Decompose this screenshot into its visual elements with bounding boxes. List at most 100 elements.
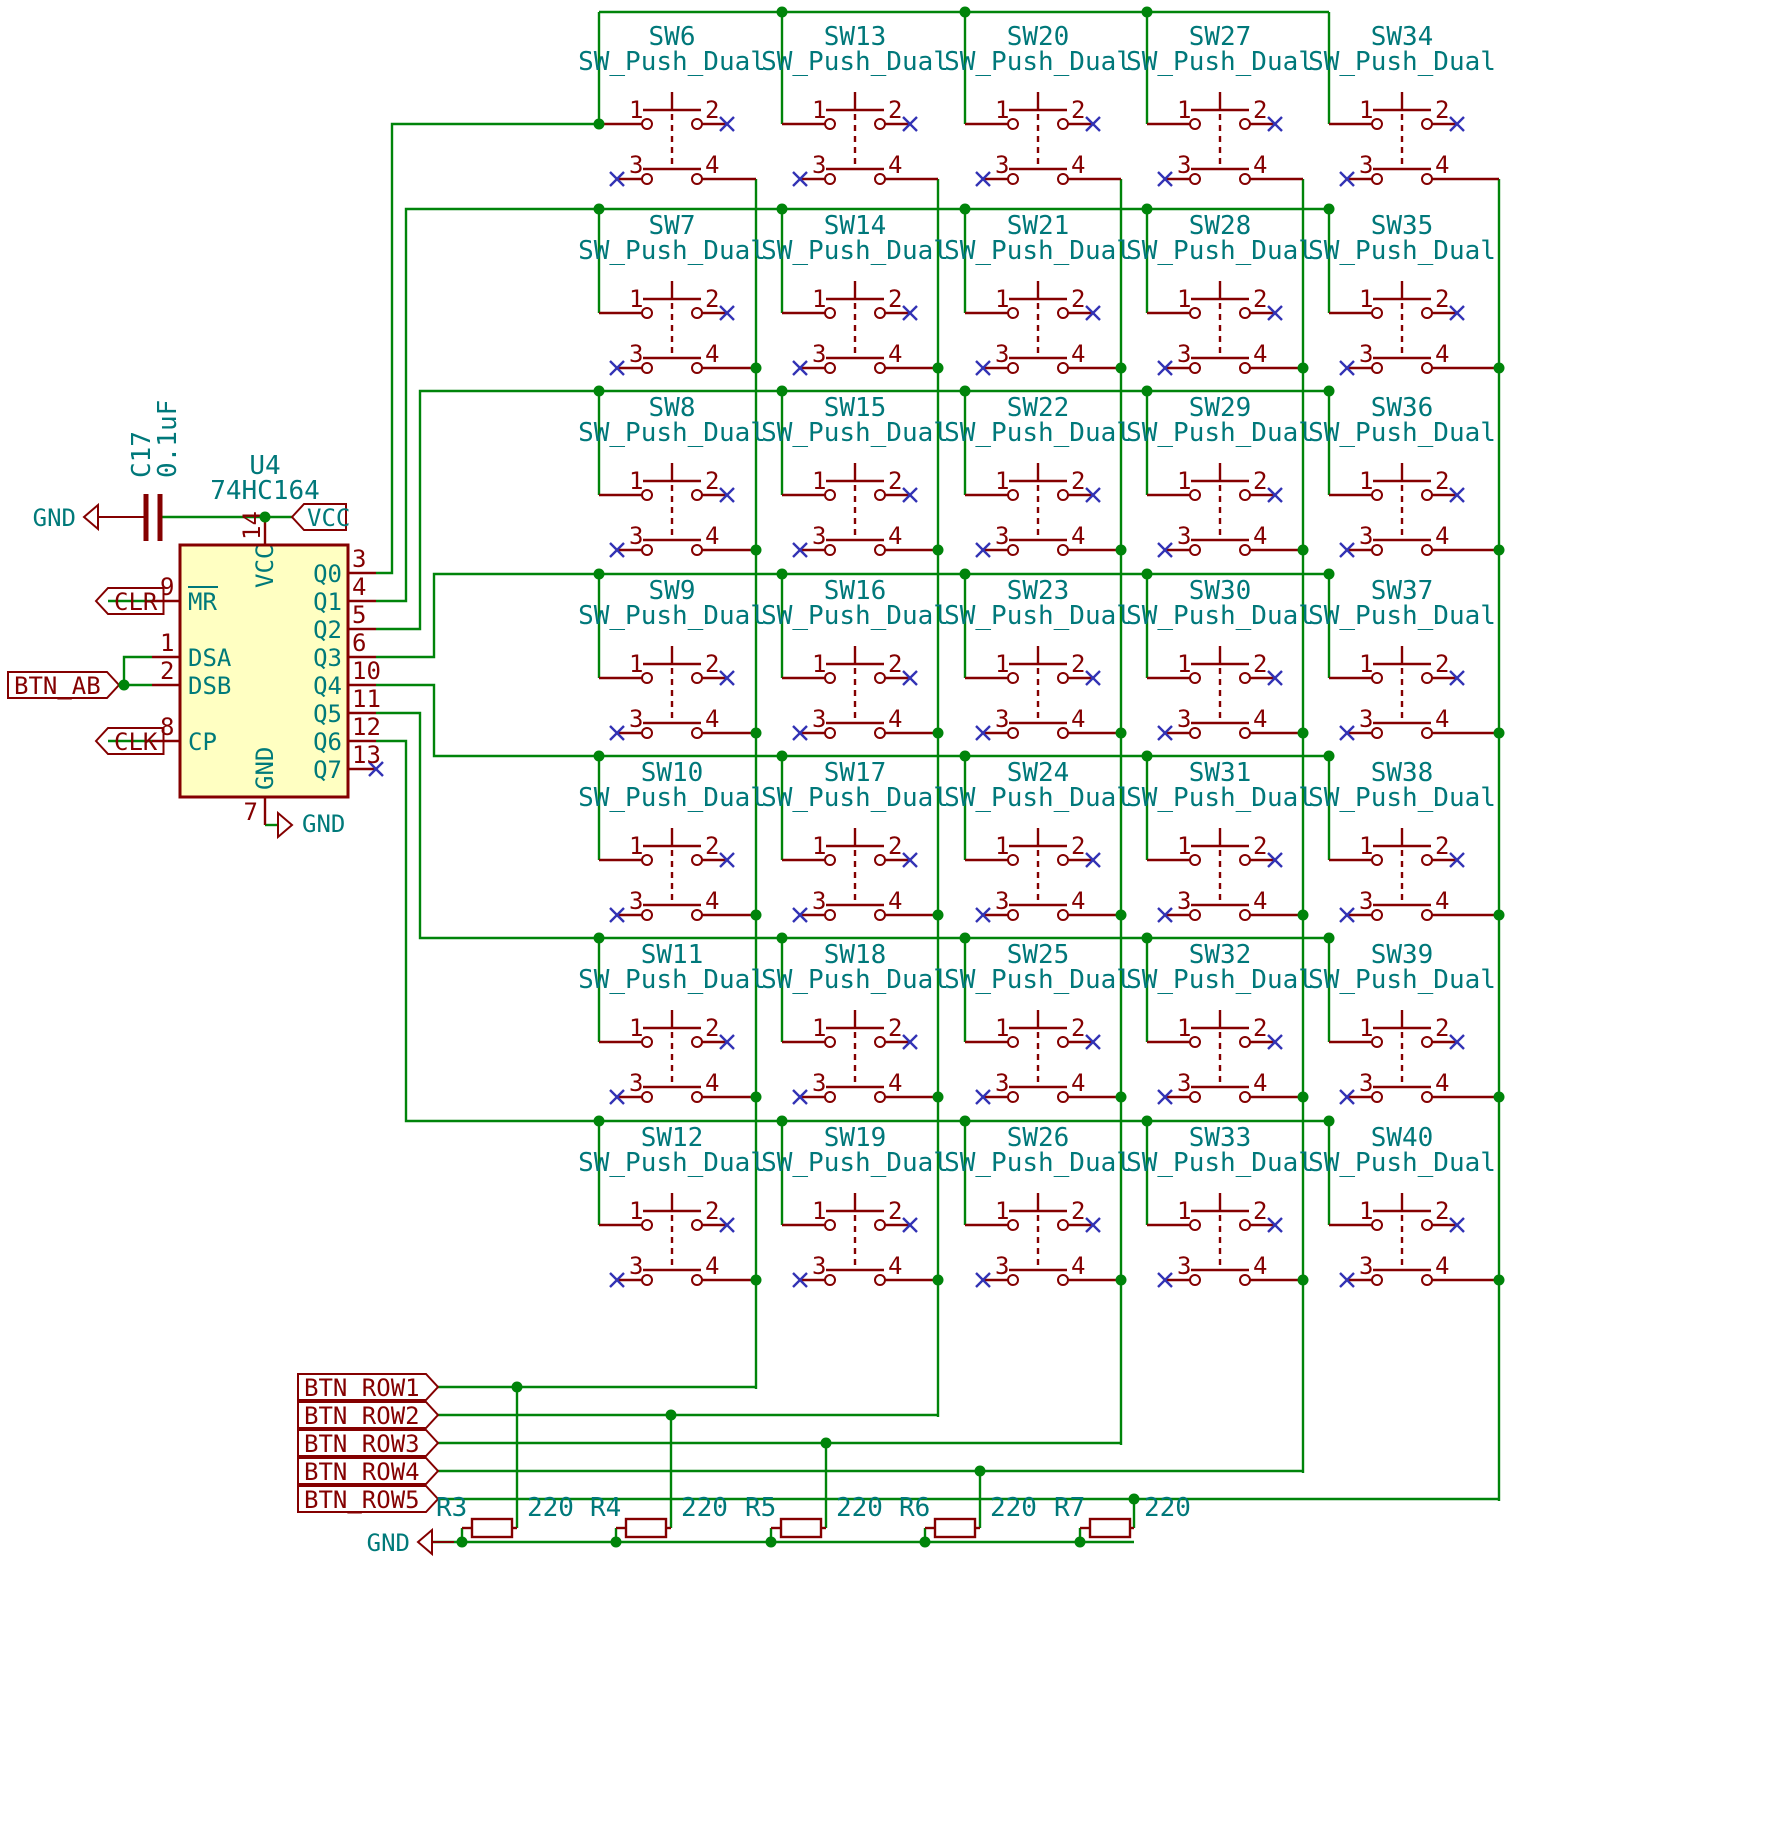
switch-ref: SW23 bbox=[1007, 576, 1070, 606]
pin-number: 4 bbox=[705, 887, 719, 915]
junction-dot bbox=[1323, 568, 1335, 580]
contact bbox=[1371, 1091, 1383, 1103]
junction-dot bbox=[959, 568, 971, 580]
pin-number: 1 bbox=[1359, 467, 1373, 495]
resistor-ref: R5 bbox=[745, 1493, 776, 1523]
contact bbox=[691, 307, 703, 319]
contact bbox=[824, 362, 836, 374]
contact bbox=[1239, 727, 1251, 739]
pin-number: 2 bbox=[1253, 285, 1267, 313]
resistor-value: 220 bbox=[990, 1493, 1037, 1523]
switch-ref: SW18 bbox=[824, 940, 887, 970]
contact bbox=[641, 854, 653, 866]
ground-symbol bbox=[82, 502, 99, 532]
contact bbox=[874, 307, 886, 319]
pin-number: 3 bbox=[629, 705, 643, 733]
switch-value: SW_Push_Dual bbox=[761, 601, 949, 631]
pin-number: 4 bbox=[705, 340, 719, 368]
pin-number: 4 bbox=[1435, 705, 1449, 733]
contact bbox=[1239, 173, 1251, 185]
contact bbox=[1189, 307, 1201, 319]
push-switch bbox=[599, 281, 756, 374]
contact bbox=[874, 1219, 886, 1231]
contact bbox=[1421, 909, 1433, 921]
pin-number: 3 bbox=[1177, 705, 1191, 733]
contact bbox=[874, 727, 886, 739]
contact bbox=[1057, 1091, 1069, 1103]
contact bbox=[1239, 489, 1251, 501]
junction-dot bbox=[456, 1536, 468, 1548]
pin-number: 3 bbox=[1177, 151, 1191, 179]
ic-pin-name: Q0 bbox=[313, 560, 342, 588]
pin-number: 1 bbox=[812, 1014, 826, 1042]
contact bbox=[1189, 173, 1201, 185]
pin-number: 2 bbox=[1435, 650, 1449, 678]
pin-number: 2 bbox=[1071, 832, 1085, 860]
junction-dot bbox=[750, 544, 762, 556]
q-output-wire bbox=[376, 389, 599, 631]
q-output-wire bbox=[376, 683, 599, 758]
switch-value: SW_Push_Dual bbox=[761, 783, 949, 813]
contact bbox=[691, 909, 703, 921]
contact bbox=[641, 544, 653, 556]
pin-number: 4 bbox=[1071, 522, 1085, 550]
switch-ref: SW35 bbox=[1371, 211, 1434, 241]
pin-number: 4 bbox=[888, 1252, 902, 1280]
switch-value: SW_Push_Dual bbox=[1308, 783, 1496, 813]
pin-number: 4 bbox=[888, 151, 902, 179]
switch-value: SW_Push_Dual bbox=[578, 236, 766, 266]
switch-ref: SW26 bbox=[1007, 1123, 1070, 1153]
switch-ref: SW19 bbox=[824, 1123, 887, 1153]
no-connect-marker bbox=[975, 1089, 991, 1105]
switch-ref: SW36 bbox=[1371, 393, 1434, 423]
pin-number: 1 bbox=[812, 285, 826, 313]
junction-dot bbox=[593, 568, 605, 580]
switch-value: SW_Push_Dual bbox=[944, 601, 1132, 631]
pin-number: 2 bbox=[1253, 832, 1267, 860]
pin-number: 1 bbox=[1177, 1197, 1191, 1225]
no-connect-marker bbox=[609, 725, 625, 741]
contact bbox=[1239, 854, 1251, 866]
ic-value: 74HC164 bbox=[210, 476, 320, 506]
no-connect-marker bbox=[902, 670, 918, 686]
no-connect-marker bbox=[1157, 725, 1173, 741]
switch-ref: SW38 bbox=[1371, 758, 1434, 788]
row-label: BTN_ROW4 bbox=[304, 1458, 420, 1486]
junction-dot bbox=[974, 1465, 986, 1477]
push-switch bbox=[599, 92, 756, 185]
pin-number: 1 bbox=[1177, 467, 1191, 495]
junction-dot bbox=[932, 362, 944, 374]
pin-number: 3 bbox=[1359, 887, 1373, 915]
pin-number: 2 bbox=[705, 285, 719, 313]
no-connect-marker bbox=[1267, 1217, 1283, 1233]
no-connect-marker bbox=[975, 542, 991, 558]
contact bbox=[691, 1219, 703, 1231]
push-switch bbox=[1147, 646, 1303, 739]
contact bbox=[1371, 307, 1383, 319]
no-connect-marker bbox=[975, 360, 991, 376]
ic-pin-number: 4 bbox=[352, 573, 366, 601]
switch-ref: SW33 bbox=[1189, 1123, 1252, 1153]
contact bbox=[1239, 1219, 1251, 1231]
pin-number: 3 bbox=[812, 887, 826, 915]
pin-number: 2 bbox=[888, 1014, 902, 1042]
junction-dot bbox=[750, 1274, 762, 1286]
pin-number: 4 bbox=[1435, 1069, 1449, 1097]
contact bbox=[1421, 672, 1433, 684]
contact bbox=[1189, 544, 1201, 556]
pin-number: 1 bbox=[1359, 1197, 1373, 1225]
contact bbox=[824, 909, 836, 921]
switch-value: SW_Push_Dual bbox=[761, 965, 949, 995]
pin-number: 4 bbox=[1071, 1069, 1085, 1097]
no-connect-marker bbox=[1267, 852, 1283, 868]
pin-number: 1 bbox=[629, 832, 643, 860]
junction-dot bbox=[959, 932, 971, 944]
contact bbox=[1421, 307, 1433, 319]
switch-value: SW_Push_Dual bbox=[761, 1148, 949, 1178]
pin-number: 2 bbox=[1435, 832, 1449, 860]
push-switch bbox=[1147, 1010, 1303, 1103]
q-output-wire bbox=[376, 572, 599, 659]
contact bbox=[641, 672, 653, 684]
btn-ab-label: BTN_AB bbox=[14, 672, 101, 700]
ic-pin-name: DSA bbox=[188, 644, 232, 672]
